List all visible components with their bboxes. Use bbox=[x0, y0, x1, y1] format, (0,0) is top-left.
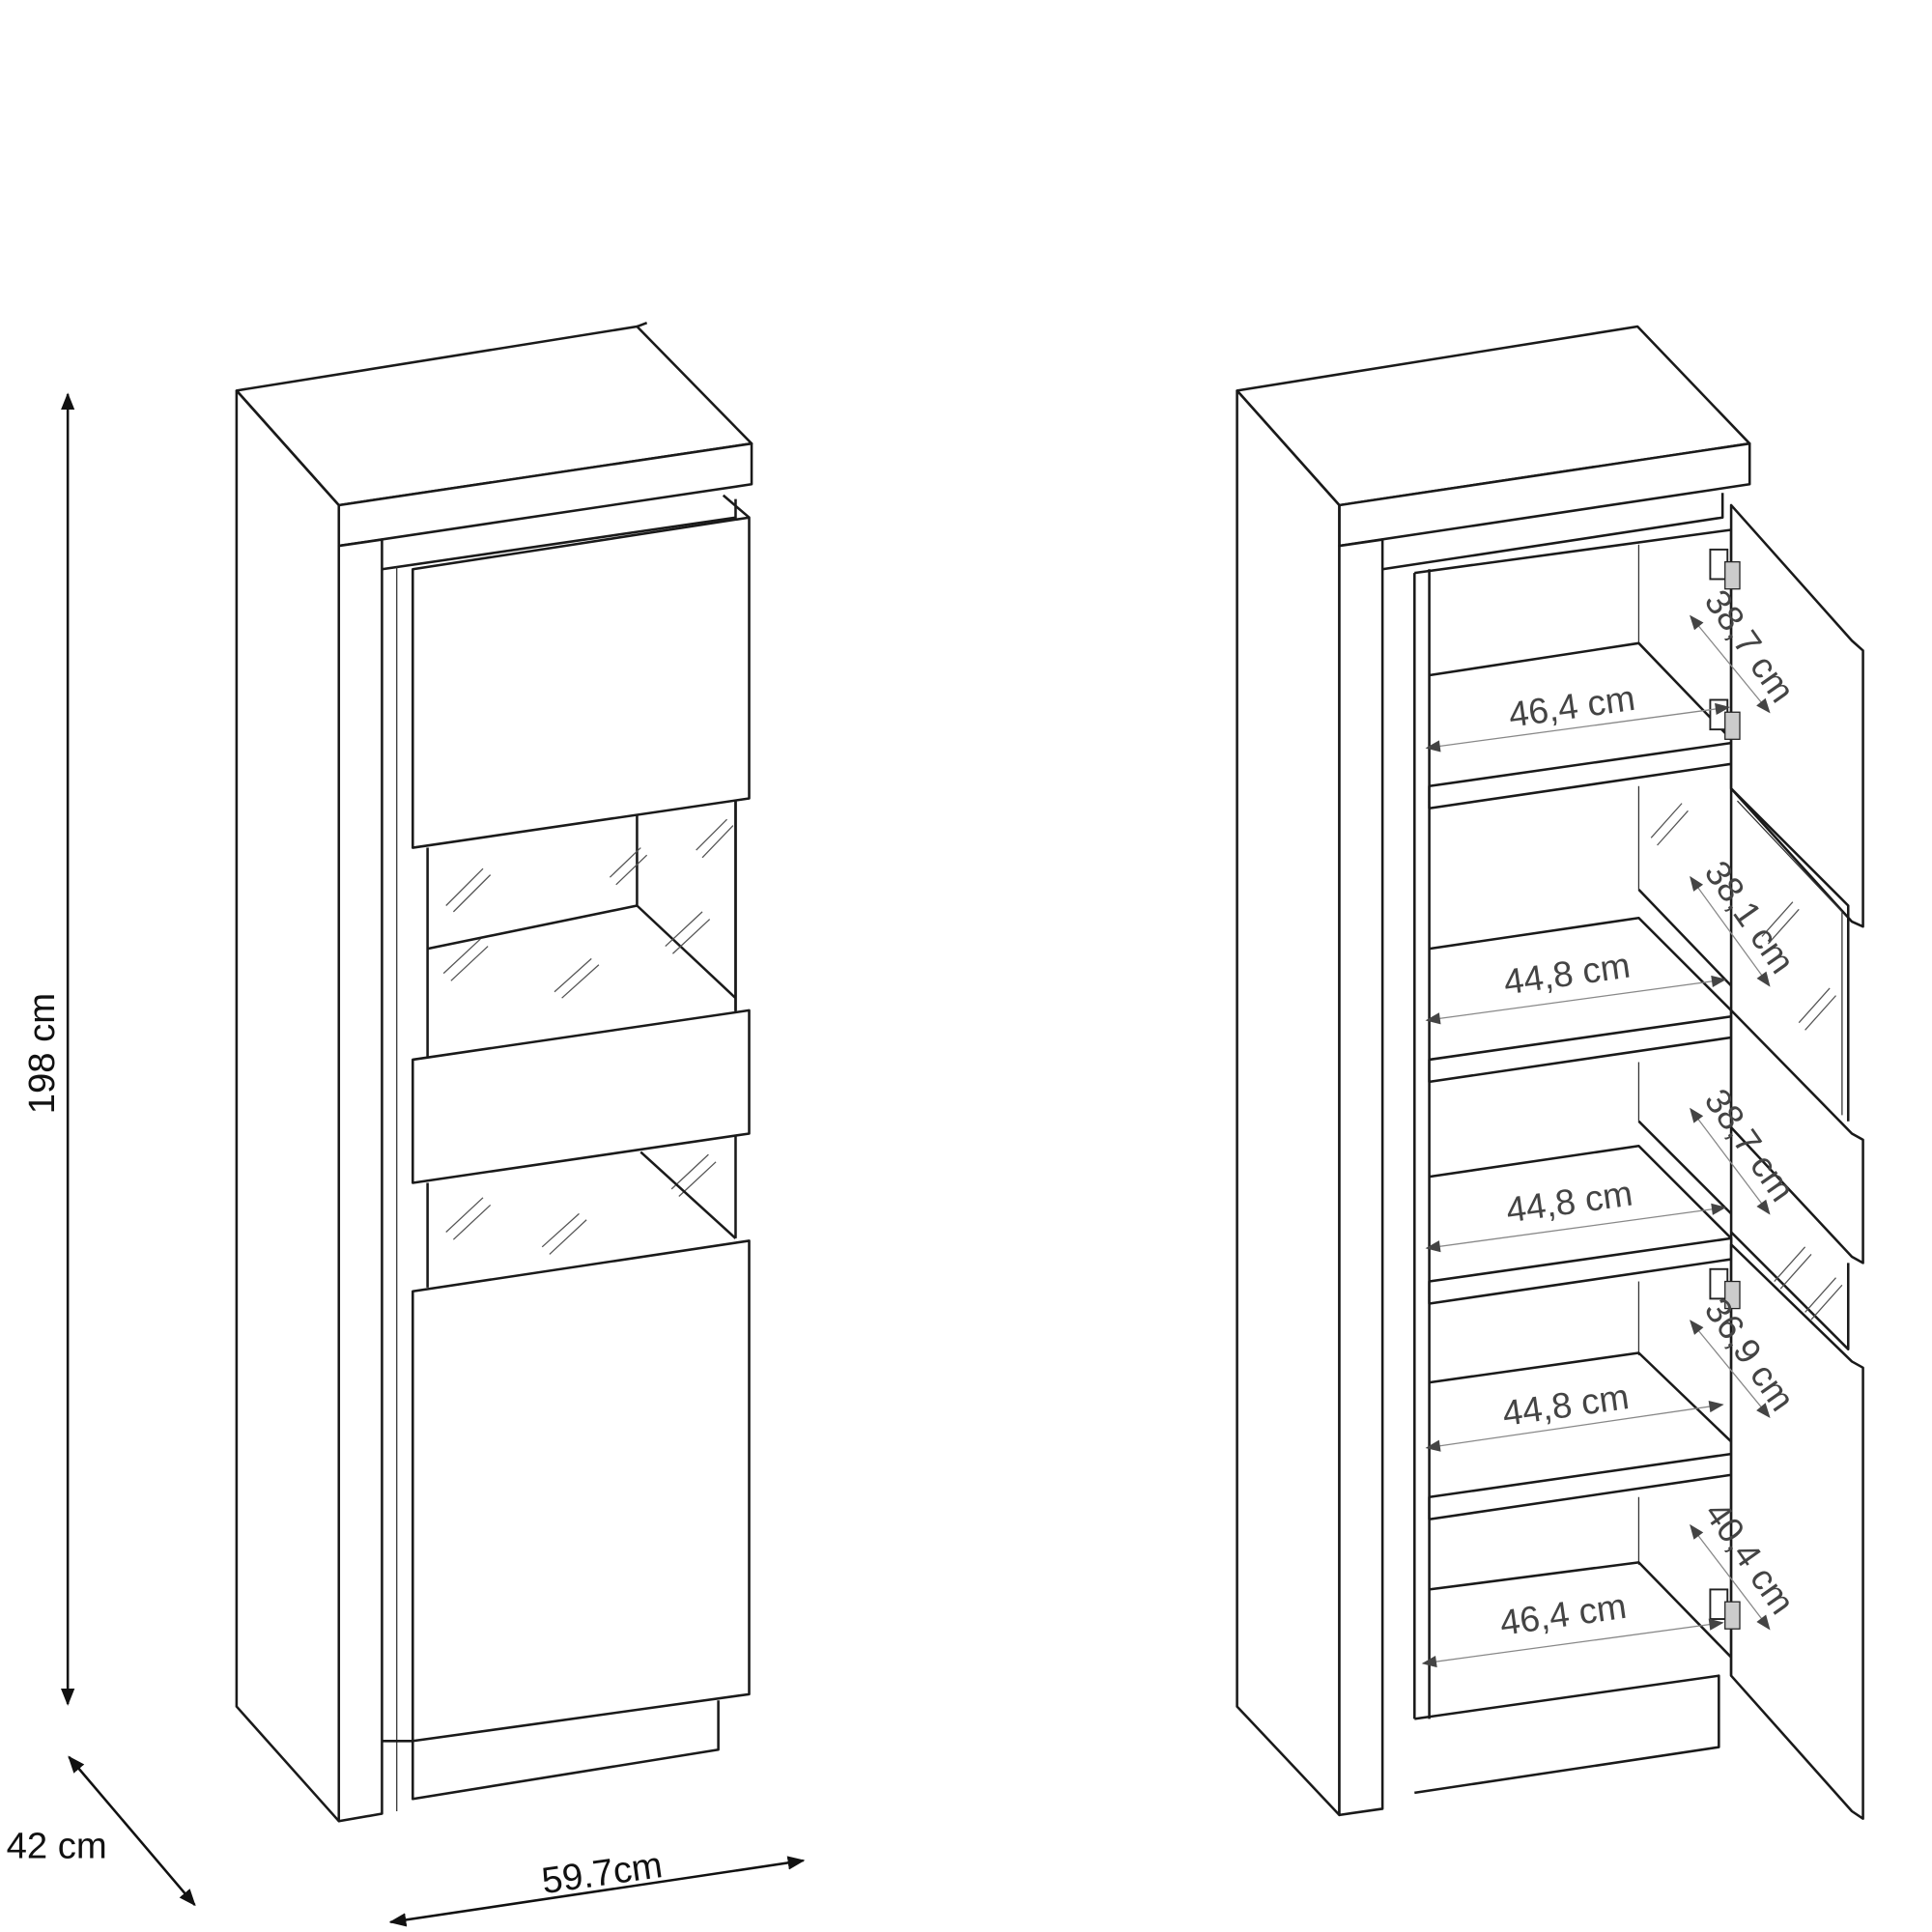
overall-dimensions: 198 cm 42 cm 59.7cm bbox=[7, 392, 806, 1927]
closed-cabinet-view bbox=[235, 321, 753, 1823]
shelf-width-arrow bbox=[1425, 702, 1731, 753]
shelf-width-arrow bbox=[1425, 1203, 1727, 1253]
depth-label: 42 cm bbox=[7, 1825, 107, 1866]
side-panel bbox=[235, 389, 341, 1823]
side-panel bbox=[1236, 389, 1341, 1817]
shelf-height-arrow bbox=[1690, 1320, 1771, 1419]
shelf-height-arrow bbox=[1690, 1523, 1771, 1631]
shelf-width-arrow bbox=[1425, 1401, 1724, 1452]
shelves bbox=[1428, 641, 1733, 1659]
shelf-height-arrow bbox=[1690, 1107, 1771, 1215]
width-dimension-arrow bbox=[388, 1856, 806, 1927]
shelf-height-arrow bbox=[1690, 614, 1771, 714]
middle-drawer-front bbox=[412, 1009, 751, 1184]
height-label: 198 cm bbox=[21, 993, 63, 1114]
lower-door bbox=[412, 1239, 751, 1743]
shelf-width-label: 46,4 cm bbox=[1506, 678, 1637, 735]
shelf-width-label: 44,8 cm bbox=[1501, 946, 1633, 1003]
shelf-height-label: 38,1 cm bbox=[1697, 854, 1803, 980]
glass-reflection-marks bbox=[442, 818, 734, 1255]
depth-dimension-arrow bbox=[68, 1755, 196, 1907]
upper-door bbox=[412, 516, 751, 849]
shelf-width-arrow bbox=[1421, 1618, 1724, 1668]
glass-reflection-marks bbox=[1650, 803, 1843, 1321]
shelf-width-label: 44,8 cm bbox=[1504, 1174, 1635, 1231]
open-cabinet-view bbox=[1236, 325, 1864, 1820]
open-doors bbox=[1637, 503, 1864, 1820]
shelf-width-label: 46,4 cm bbox=[1497, 1586, 1629, 1643]
shelf-width-label: 44,8 cm bbox=[1500, 1377, 1632, 1434]
front-post bbox=[337, 538, 384, 1823]
shelf-width-arrow bbox=[1425, 975, 1727, 1025]
width-label: 59.7cm bbox=[539, 1844, 665, 1902]
front-post bbox=[1338, 538, 1384, 1817]
shelf-height-arrow bbox=[1690, 875, 1771, 987]
